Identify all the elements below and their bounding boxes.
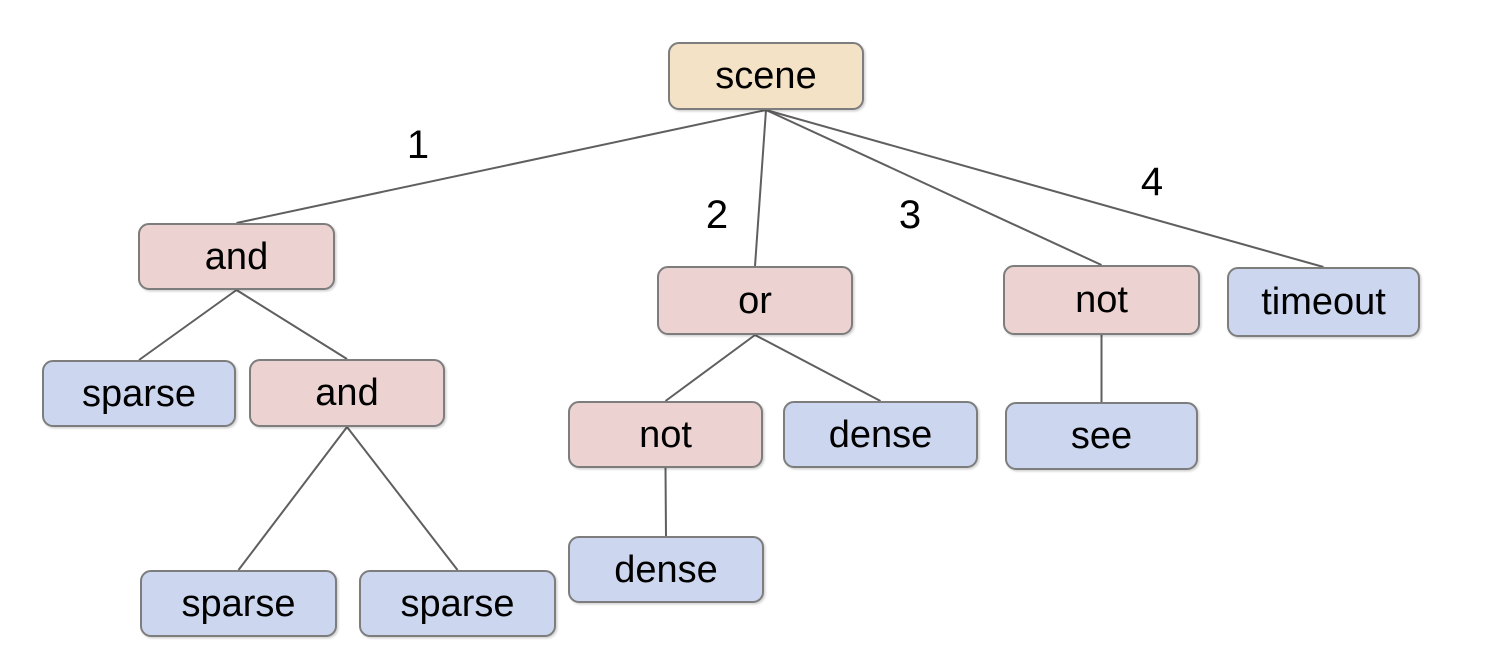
edge-or1-not2 — [664, 334, 756, 402]
node-sparse1: sparse — [42, 360, 236, 427]
edge-label-3: 3 — [898, 193, 922, 237]
edge-and1-sparse1 — [138, 289, 238, 361]
edge-label-4: 4 — [1140, 160, 1164, 204]
node-scene: scene — [668, 42, 864, 110]
node-timeout1: timeout — [1227, 267, 1420, 337]
edge-and1-and2 — [235, 289, 348, 360]
node-and2: and — [249, 359, 445, 427]
edge-and2-sparse2 — [237, 426, 348, 571]
node-not1: not — [1003, 265, 1200, 335]
edge-scene-and1 — [236, 109, 767, 224]
edge-or1-dense1 — [754, 334, 881, 402]
node-or1: or — [657, 266, 853, 335]
edge-and2-sparse3 — [346, 426, 459, 571]
edge-label-2: 2 — [705, 193, 729, 237]
node-sparse3: sparse — [359, 570, 556, 637]
node-sparse2: sparse — [140, 570, 337, 637]
node-not2: not — [568, 401, 763, 468]
edge-scene-timeout1 — [765, 109, 1324, 268]
node-dense2: dense — [568, 536, 764, 603]
edge-scene-not1 — [765, 109, 1102, 266]
node-and1: and — [138, 223, 335, 290]
edge-not2-dense2 — [664, 467, 667, 537]
edge-label-1: 1 — [406, 123, 430, 167]
node-dense1: dense — [783, 401, 978, 468]
edge-scene-or1 — [754, 109, 767, 267]
node-see1: see — [1005, 402, 1198, 470]
